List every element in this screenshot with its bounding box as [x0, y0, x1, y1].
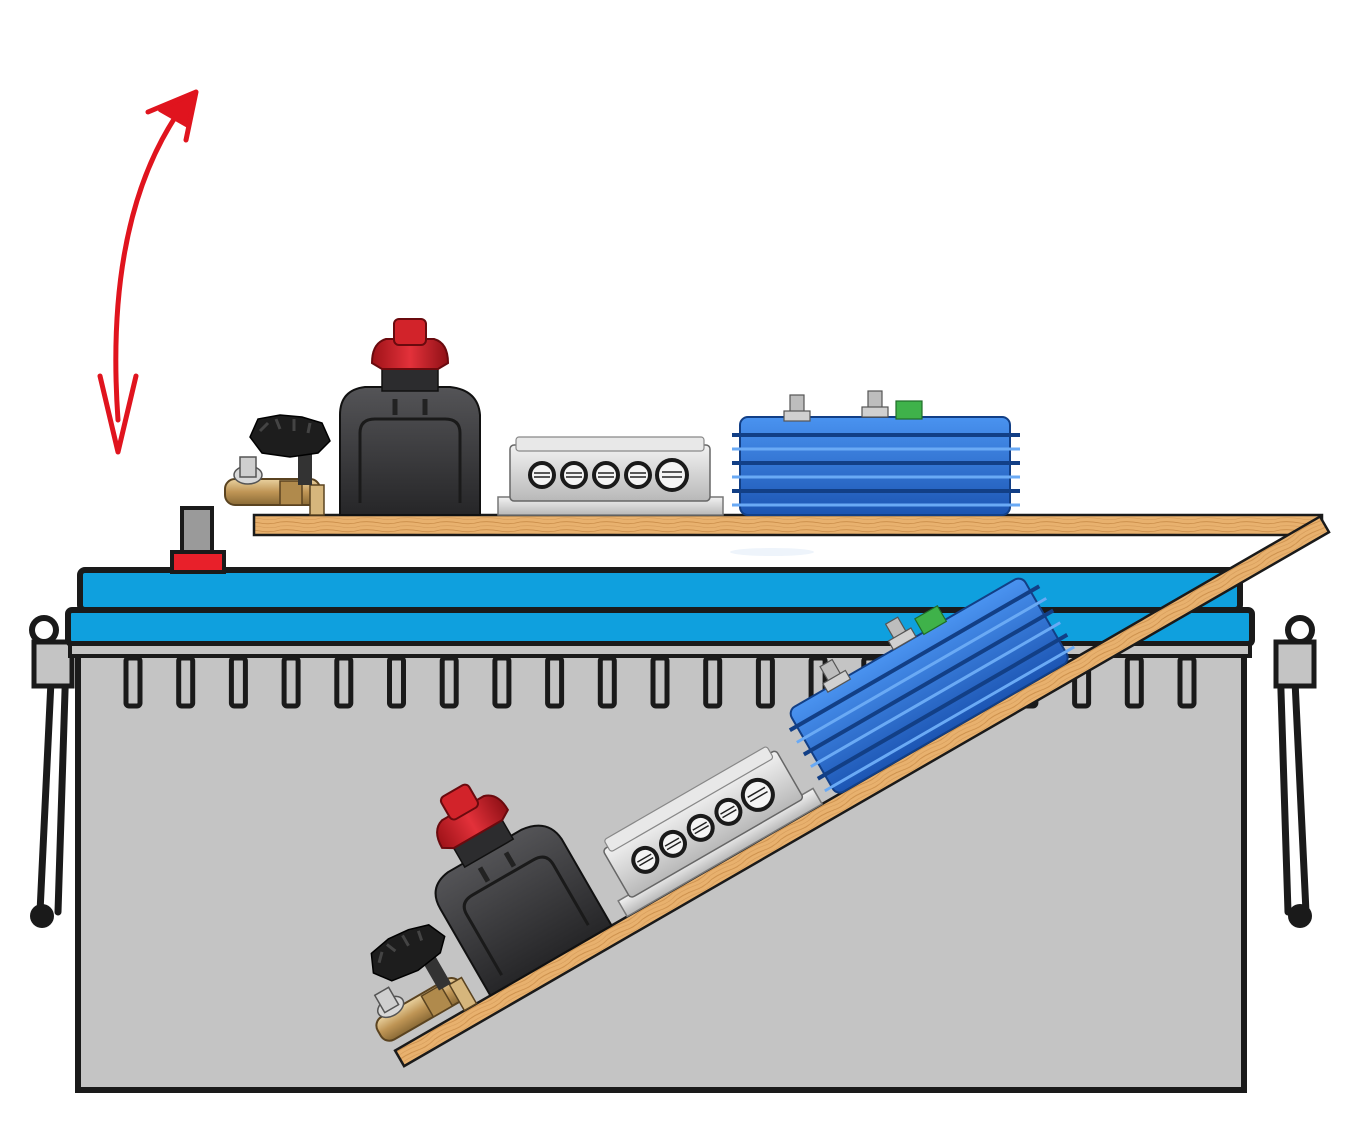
- battery-vent-rib: [703, 655, 723, 709]
- battery-lid-lower: [65, 607, 1255, 647]
- mounting-board-closed: [225, 319, 1324, 537]
- double-curved-arrow-icon: [97, 89, 199, 455]
- positive-terminal-post: [170, 506, 226, 574]
- wooden-board-icon: [252, 513, 1324, 537]
- battery-vent-rib: [281, 655, 301, 709]
- battery-vent-rib: [492, 655, 512, 709]
- battery-handle-left: [36, 656, 70, 916]
- battery-vent-rib: [545, 655, 565, 709]
- battery-vent-rib: [228, 655, 248, 709]
- battery-icon: [29, 506, 1317, 1093]
- battery-vent-rib: [755, 655, 775, 709]
- battery-vent-rib: [387, 655, 406, 709]
- battery-vent-rib: [650, 655, 670, 709]
- battery-vent-rib: [439, 655, 459, 709]
- battery-vent-rib: [176, 655, 196, 709]
- battery-vent-rib: [1124, 655, 1144, 709]
- battery-vent-rib: [597, 655, 617, 709]
- mounting-board-open: [293, 347, 1331, 1068]
- battery-handle-right: [1276, 656, 1310, 916]
- battery-vent-rib: [123, 655, 143, 709]
- battery-vent-rib: [334, 655, 354, 709]
- battery-lid-top: [77, 567, 1243, 613]
- battery-vent-rib: [1177, 655, 1197, 709]
